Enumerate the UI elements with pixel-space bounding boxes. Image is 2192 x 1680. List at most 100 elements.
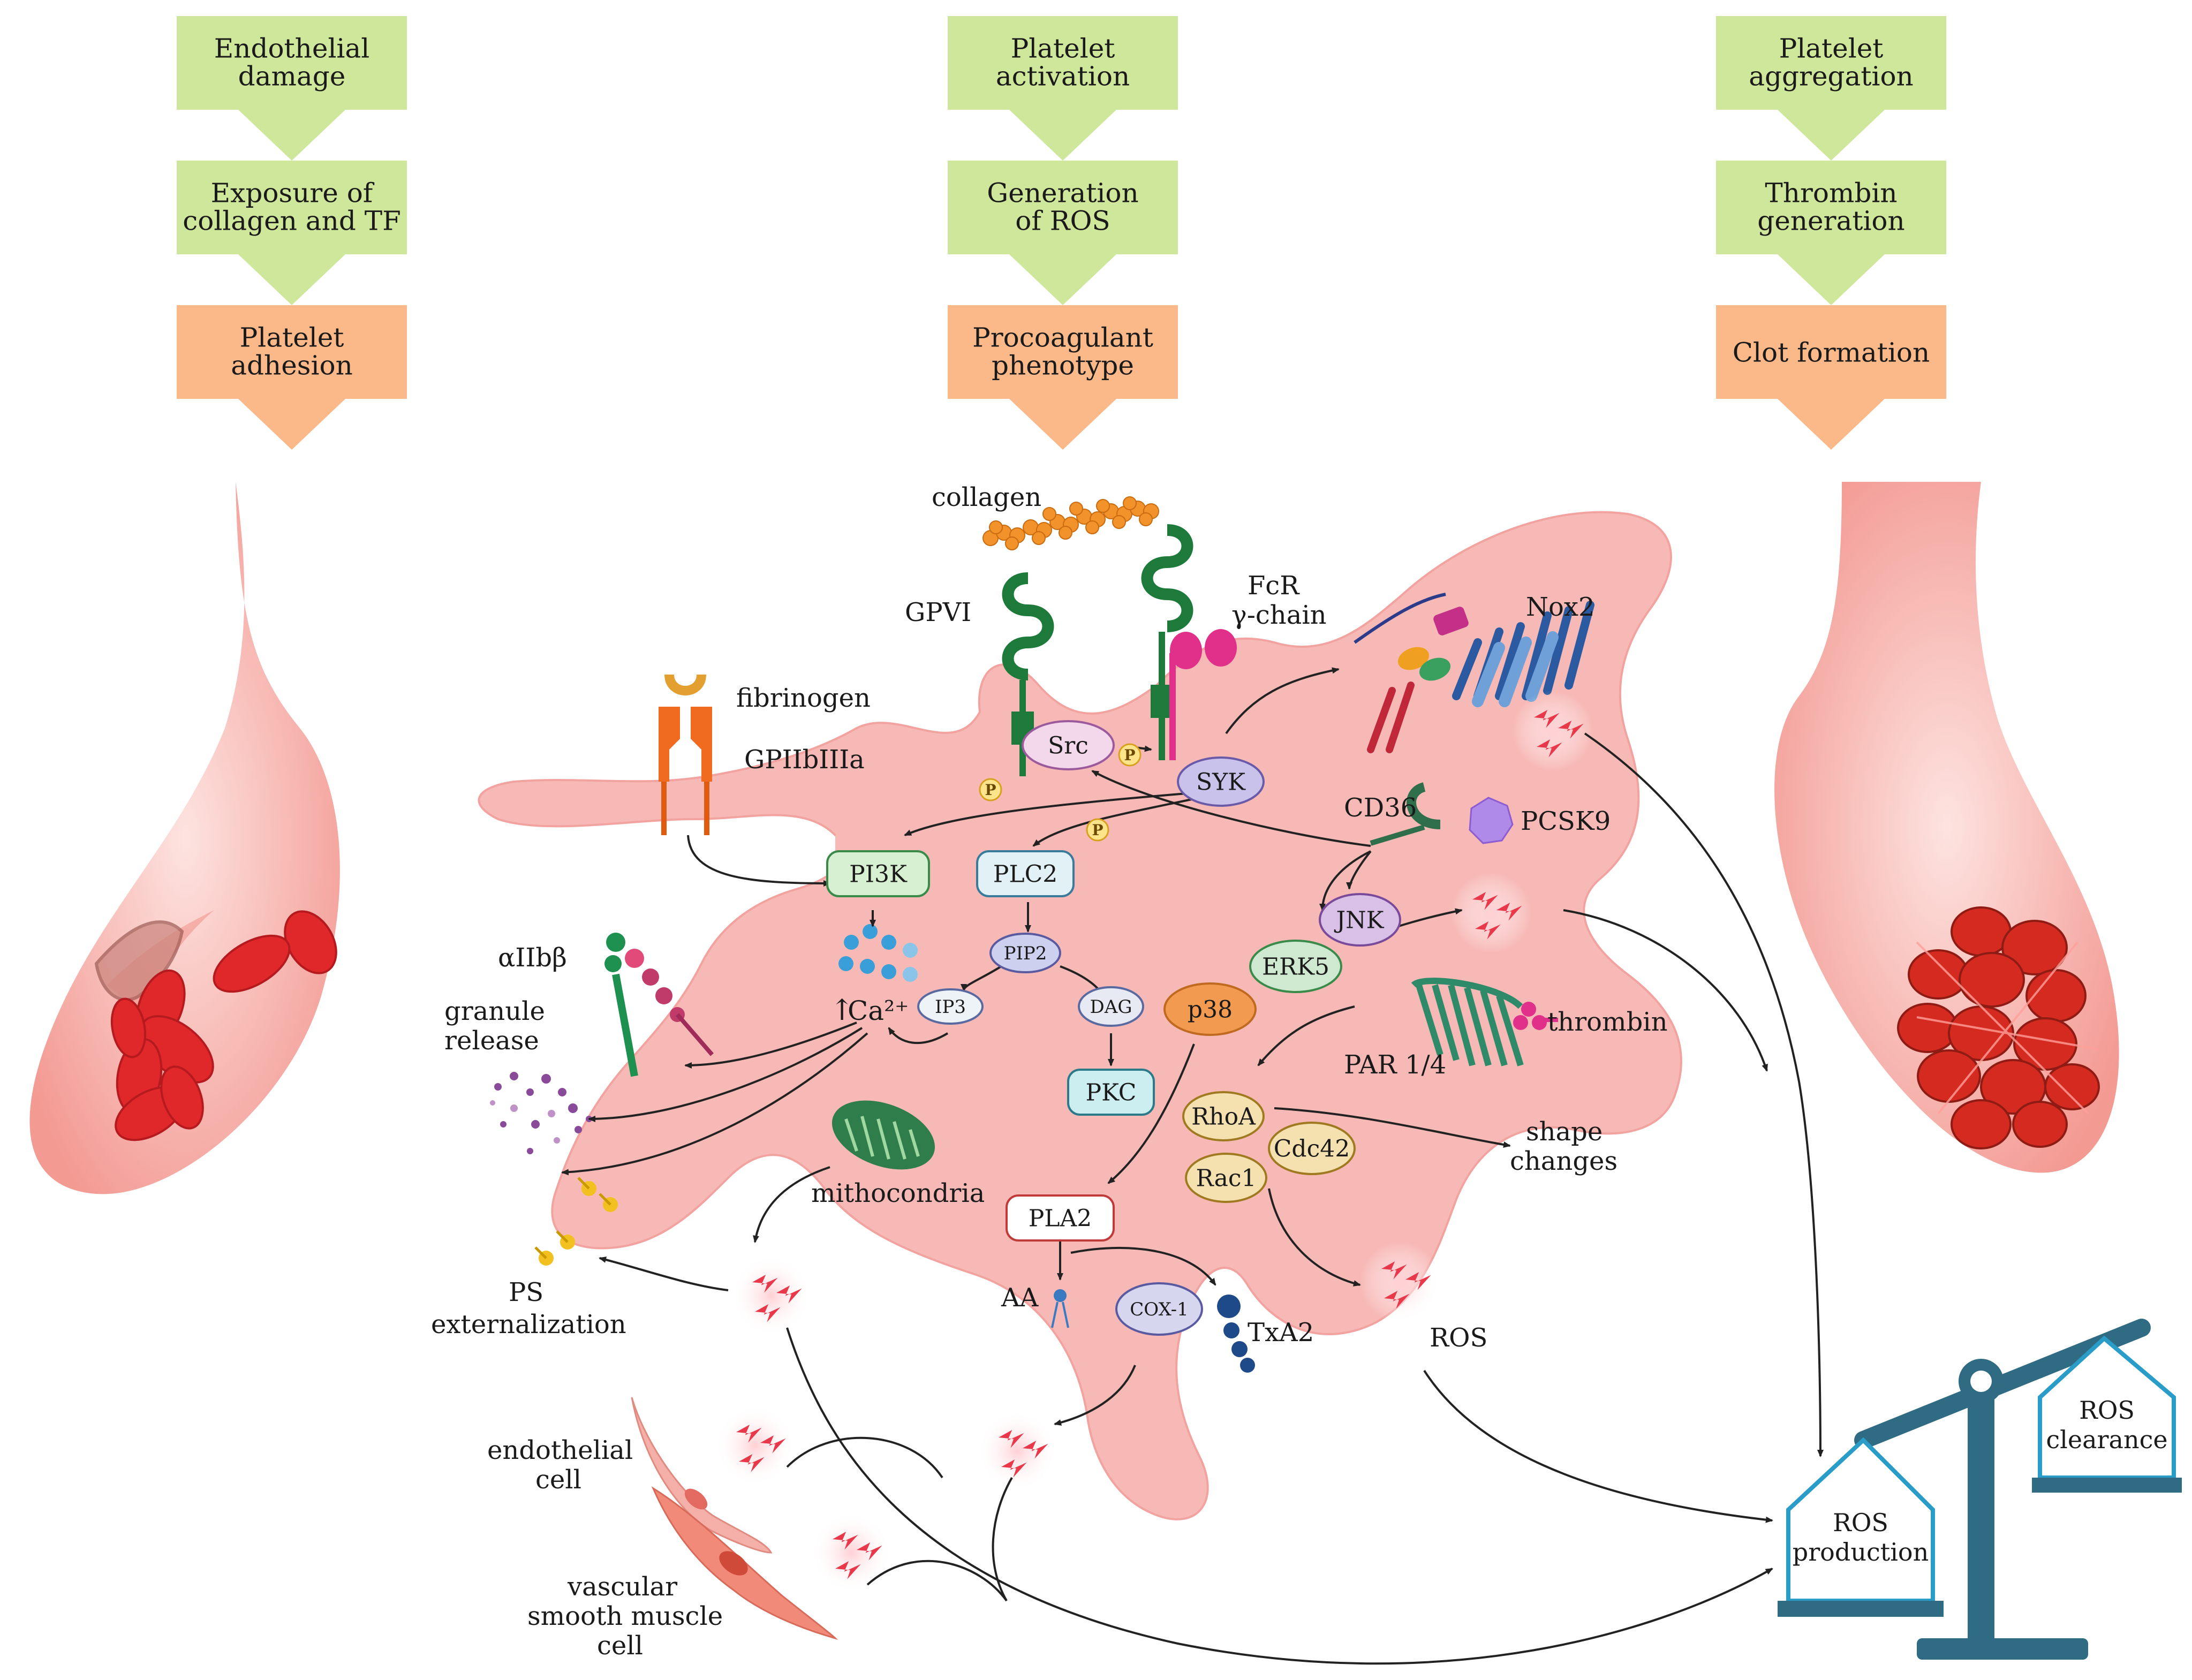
red-blood-cells [110,910,337,1141]
node-label-pi3k: PI3K [849,860,908,888]
flow-box-text: phenotype [992,350,1134,381]
node-pip2: PIP2 [989,933,1061,973]
node-label-erk5: ERK5 [1262,953,1329,980]
calcium-ions [838,924,918,982]
flow-box-text: Thrombin [1765,178,1897,209]
mitochondria-icon [832,1100,935,1170]
ps-externalization-icons [534,1177,618,1266]
collagen-fiber [982,496,1159,550]
flow-box-c3-r3: Clot formation [1716,305,1946,450]
gpiibiiia-receptor [659,673,712,835]
flow-box-text: generation [1757,206,1905,237]
node-plc2: PLC2 [976,850,1075,897]
node-erk5: ERK5 [1249,940,1342,993]
ros-symbol-3 [731,1255,811,1336]
node-label-cox1: COX-1 [1130,1299,1188,1320]
ros-symbol-4 [715,1405,795,1486]
label-fcr-1: FcR [1248,571,1300,601]
flow-box-text: damage [238,61,346,92]
balance-scale: ROS production ROS clearance [1778,1319,2182,1660]
labels: collagen GPVI FcR γ-chain Nox2 fibrinoge… [431,482,1668,1661]
label-nox2: Nox2 [1526,592,1595,622]
ros-symbol-2 [1451,873,1531,953]
label-ps-1: PS [509,1277,543,1307]
ros-symbol-6 [977,1411,1057,1491]
node-pkc: PKC [1067,1069,1155,1116]
label-endo-1: endothelial [487,1435,633,1465]
phosphate-marker-1: P [979,778,1002,801]
node-label-pkc: PKC [1086,1079,1137,1106]
flow-box-text: aggregation [1749,61,1914,92]
flow-box-text: Clot formation [1733,337,1930,368]
node-cdc42: Cdc42 [1268,1122,1356,1175]
phosphate-label: P [1092,821,1103,839]
node-label-rhoa: RhoA [1191,1103,1256,1130]
ros-symbol-1 [1513,691,1593,771]
node-syk: SYK [1177,756,1265,807]
gpvi-receptor-right [1141,524,1193,760]
label-vsmc-3: cell [597,1631,643,1661]
node-label-syk: SYK [1196,768,1246,796]
blood-clot [1897,906,2100,1149]
par-receptor [1411,978,1524,1066]
node-label-src: Src [1048,732,1089,759]
label-thrombin: thrombin [1547,1007,1668,1037]
label-ros: ROS [1430,1323,1487,1353]
phosphate-marker-3: P [1086,818,1109,842]
node-label-pip2: PIP2 [1004,943,1047,964]
flow-box-text: activation [996,61,1130,92]
label-shape-2: changes [1510,1146,1617,1176]
label-txa2: TxA2 [1248,1318,1314,1348]
node-src: Src [1022,720,1115,770]
nox2-complex [1354,593,1594,753]
flow-box-text: Exposure of [211,178,375,209]
flow-box-text: Platelet [240,322,344,353]
node-label-cdc42: Cdc42 [1274,1135,1350,1162]
label-vsmc-1: vascular [567,1572,677,1602]
node-p38: p38 [1163,982,1257,1036]
phosphate-label: P [985,781,996,799]
label-pcsk9: PCSK9 [1521,806,1611,836]
aa-molecule [1051,1289,1069,1328]
vessel-right [1774,482,2119,1173]
ros-symbols [715,691,1593,1593]
node-pla2: PLA2 [1006,1194,1115,1242]
flow-box-text: adhesion [231,350,353,381]
ros-symbol-5 [811,1512,891,1593]
label-collagen: collagen [932,482,1041,512]
fcr-gamma-chain [1169,629,1237,760]
ros-clearance-line1: ROS [2079,1396,2135,1425]
node-pi3k: PI3K [826,850,930,897]
cd36-receptor [1370,782,1441,846]
flow-box-text: Endothelial [214,33,369,64]
label-granule-1: granule [444,996,545,1026]
node-label-p38: p38 [1188,996,1233,1023]
vsmc-icon [651,1486,838,1640]
flow-box-text: Platelet [1779,33,1884,64]
label-vsmc-2: smooth muscle [527,1601,723,1631]
label-fcr-2: γ-chain [1231,600,1327,630]
flow-box-text: collagen and TF [183,206,401,237]
vessel-left [29,482,340,1194]
label-ca-arrow: ↑ [830,993,854,1027]
aiibb-integrin [604,933,714,1077]
node-label-plc2: PLC2 [993,860,1057,888]
node-jnk: JNK [1319,893,1401,947]
ros-symbol-7 [1360,1242,1440,1322]
pcsk9-icon [1469,797,1514,844]
label-aa: AA [1001,1283,1039,1313]
flow-box-text: Procoagulant [972,322,1153,353]
txa2-molecule [1217,1295,1255,1373]
label-mitochondria: mithocondria [811,1178,985,1208]
label-gpvi: GPVI [905,597,971,627]
label-shape-1: shape [1526,1117,1603,1147]
